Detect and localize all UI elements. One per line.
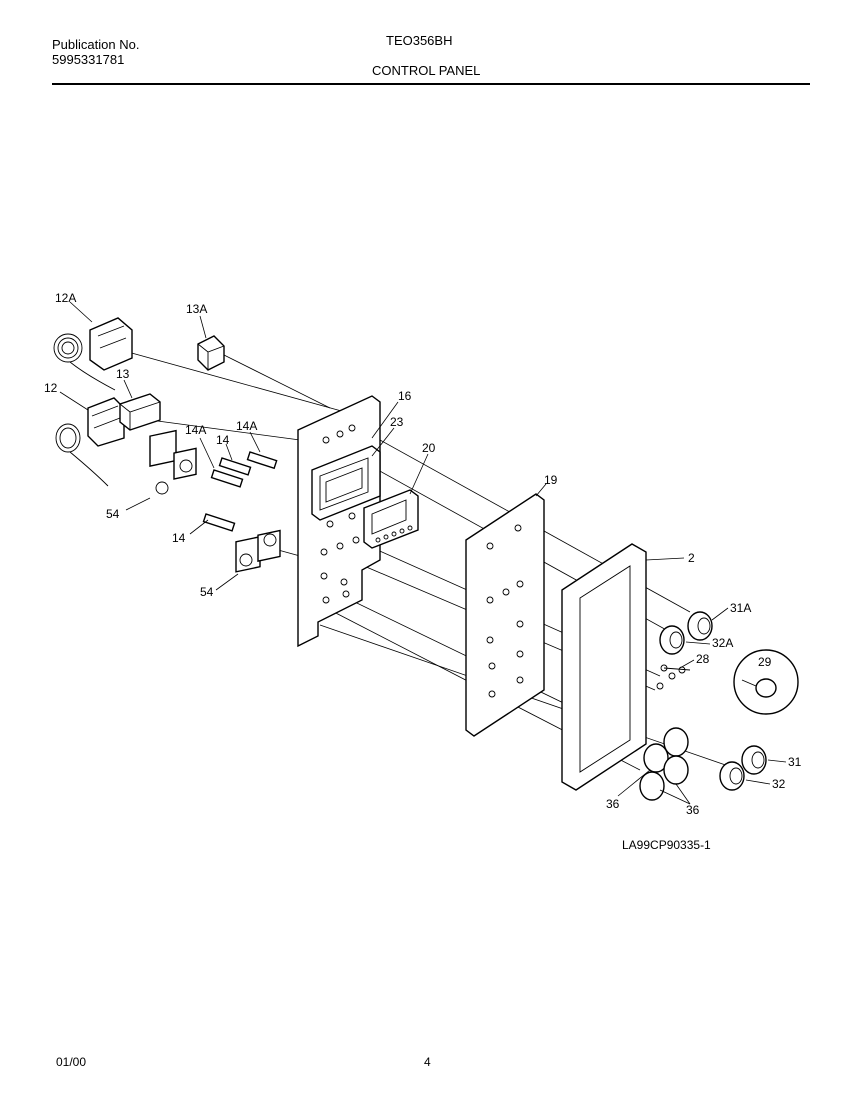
- part-19-panel-face: [465, 493, 545, 737]
- part-2-frame: [561, 543, 647, 791]
- callout-16: 16: [398, 389, 412, 403]
- part-knobs: [639, 611, 767, 801]
- section-title: CONTROL PANEL: [372, 63, 481, 78]
- callout-28: 28: [696, 652, 710, 666]
- callout-12a: 12A: [55, 291, 76, 305]
- callout-13: 13: [116, 367, 130, 381]
- callout-13a: 13A: [186, 302, 207, 316]
- callout-32a: 32A: [712, 636, 733, 650]
- model-number: TEO356BH: [386, 33, 453, 48]
- part-13-switch: [119, 393, 161, 431]
- part-28-screws: [656, 664, 691, 690]
- part-14-fuses: [202, 451, 278, 532]
- part-54-switch-upper: [149, 429, 197, 495]
- callout-12: 12: [44, 381, 58, 395]
- footer-date: 01/00: [56, 1055, 87, 1069]
- callout-20: 20: [422, 441, 436, 455]
- publication-number: 5995331781: [52, 52, 125, 67]
- callout-23: 23: [390, 415, 404, 429]
- part-12a-thermostat: [53, 317, 133, 391]
- callout-36-right: 36: [686, 803, 700, 817]
- part-29-detail: [733, 649, 799, 715]
- callout-31: 31: [788, 755, 802, 769]
- part-13a-block: [197, 335, 225, 371]
- alignment-lines: [127, 351, 741, 771]
- part-54-switch-lower: [235, 529, 281, 573]
- part-16-23-display-housing: [311, 445, 381, 521]
- callout-14a-left: 14A: [185, 423, 206, 437]
- page-number: 4: [424, 1055, 431, 1069]
- callout-leaders: [59, 301, 787, 805]
- callout-labels: 12A 13A 13 12 14A 14 14A 16 23 20 19 2 5…: [44, 291, 802, 817]
- callout-14a-right: 14A: [236, 419, 257, 433]
- callout-2: 2: [688, 551, 695, 565]
- callout-14-lower: 14: [172, 531, 186, 545]
- callout-14-upper: 14: [216, 433, 230, 447]
- callout-54-lower: 54: [200, 585, 214, 599]
- part-20-display-board: [363, 489, 419, 549]
- callout-36-left: 36: [606, 797, 620, 811]
- callout-32: 32: [772, 777, 786, 791]
- callout-54-upper: 54: [106, 507, 120, 521]
- callout-19: 19: [544, 473, 558, 487]
- callout-29: 29: [758, 655, 772, 669]
- part-12-thermostat: [55, 397, 125, 487]
- header-rule: [52, 83, 810, 85]
- drawing-id: LA99CP90335-1: [622, 838, 711, 852]
- publication-label: Publication No.: [52, 37, 140, 52]
- callout-31a: 31A: [730, 601, 751, 615]
